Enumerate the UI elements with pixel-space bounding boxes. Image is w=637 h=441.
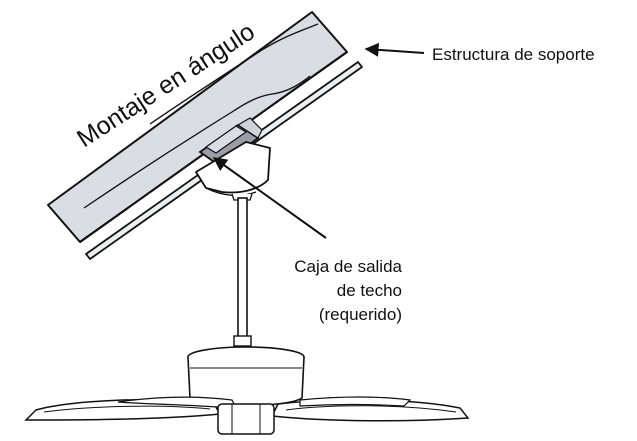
outlet-label-line-1: Caja de salida bbox=[294, 257, 402, 276]
outlet-label-line-3: (requerido) bbox=[319, 305, 402, 324]
outlet-label-line-2: de techo bbox=[337, 281, 402, 300]
support-structure-label: Estructura de soporte bbox=[432, 45, 595, 64]
fan-downrod bbox=[233, 197, 252, 347]
outlet-leader-arrow bbox=[212, 157, 327, 239]
ceiling-outlet-box bbox=[198, 117, 263, 168]
fan-motor-housing bbox=[187, 346, 305, 407]
fan-canopy bbox=[195, 141, 271, 201]
support-leader-arrow bbox=[364, 42, 425, 57]
fan-blades bbox=[24, 396, 470, 435]
